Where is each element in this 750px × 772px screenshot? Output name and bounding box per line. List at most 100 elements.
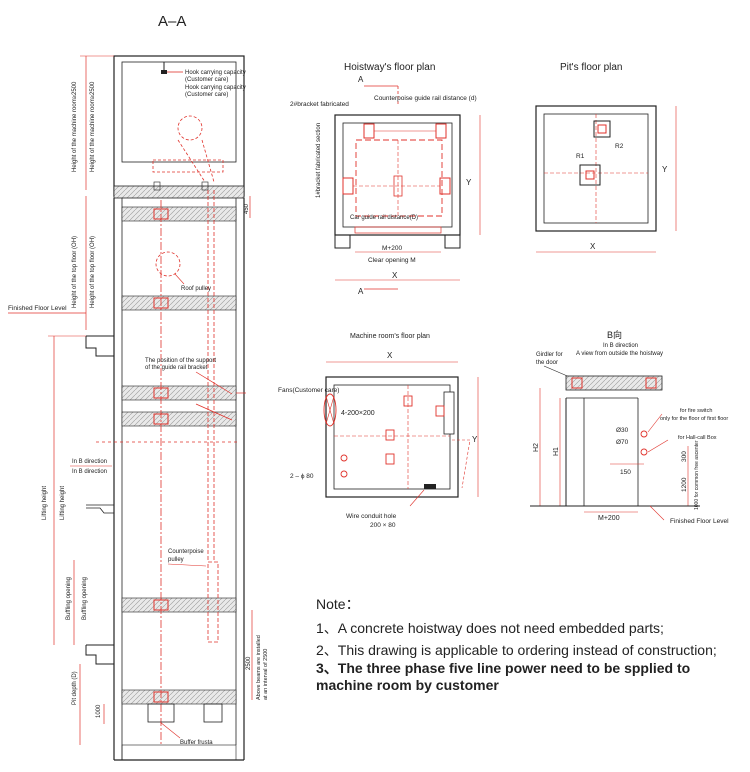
door-opening-pit <box>85 644 114 665</box>
roof-pulley-leader <box>174 273 185 285</box>
buffer-frusta-1 <box>147 703 175 723</box>
girdler-label: Girdler for <box>536 352 563 358</box>
header-bracket-2 <box>645 377 657 389</box>
b-direction-subtitle-2: A view from outside the hoistway <box>576 351 663 357</box>
phi80-hole-2 <box>340 470 348 478</box>
rail-support-label-2: of the guide rail bracket <box>145 365 208 371</box>
section-mark-a-top: A <box>358 75 364 84</box>
b-finished-floor-label: Finished Floor Level <box>670 518 729 525</box>
height-top-floor-1: Height of the top floor (OH) <box>72 236 78 308</box>
d150-label: 150 <box>620 469 631 476</box>
counterweight-body <box>207 561 219 643</box>
counterpoise-pulley-label-2: pulley <box>168 557 184 563</box>
buffling-opening-2: Buffling opening <box>82 577 88 620</box>
y-label: Y <box>466 178 472 187</box>
rail-support-leader <box>195 371 233 395</box>
rail-support-leader-2 <box>195 403 233 421</box>
pit-buffer-r2-inner <box>597 124 607 134</box>
machine-x-label: X <box>387 351 393 360</box>
counterpoise-leader <box>167 563 207 567</box>
clear-opening-label: Clear opening M <box>368 257 416 264</box>
fan-cross-2 <box>325 395 335 425</box>
machine-room-floor-plan: Machine room's floor plan X Fans(Custome… <box>278 333 479 529</box>
dim-1000: 1000 <box>96 704 102 718</box>
door-sill <box>354 226 442 234</box>
car-rail-distance-label: Car guide rail distance(D) <box>350 215 418 221</box>
r2-label: R2 <box>615 143 624 150</box>
rope-hole-3 <box>385 453 395 465</box>
fire-switch-icon <box>640 430 648 438</box>
machine-room-slab <box>113 185 245 199</box>
header-bracket-1 <box>571 377 583 389</box>
beam-top <box>121 206 237 222</box>
machine-door <box>443 391 455 435</box>
wire-hole-size: 200 × 80 <box>370 522 396 529</box>
b-direction-subtitle: In B direction <box>603 343 638 349</box>
machine-inner-wall <box>333 384 451 490</box>
pit-floor <box>121 744 237 761</box>
height-machine-room-1: Height of the machine room≥2500 <box>72 81 78 172</box>
cw-rail-right <box>435 123 447 139</box>
machine-base <box>152 159 224 173</box>
wire-conduit-hole <box>424 484 436 489</box>
header-beam <box>565 375 663 391</box>
pit-x-label: X <box>590 242 596 251</box>
holes-label: 4-200×200 <box>341 410 375 417</box>
door-break <box>86 507 114 514</box>
buffer-frusta-label: Buffer frusta <box>180 740 213 746</box>
car-rail-left <box>342 177 354 195</box>
dim-450: 450 <box>244 203 250 214</box>
above-beams-label: Above beams are installed <box>256 635 262 700</box>
wire-hole-leader <box>409 489 425 507</box>
finished-floor-label: Finished Floor Level <box>8 305 67 312</box>
d300-label: 300 <box>681 451 688 462</box>
bracket2-label: 2#bracket fabricated <box>290 101 349 108</box>
rope-hole-4 <box>435 405 445 417</box>
car-rail-right <box>439 177 451 195</box>
d1200-label: 1200 <box>681 477 688 492</box>
section-title: A–A <box>158 13 186 30</box>
d70-label: Ø70 <box>616 439 629 446</box>
beam-3 <box>121 385 237 401</box>
b-direction-title: B向 <box>607 329 622 340</box>
buffling-opening-1: Buffling opening <box>66 577 72 620</box>
hook-label-2: Hook carrying capacity <box>185 85 246 91</box>
in-b-direction-1: In B direction <box>72 459 107 465</box>
buffer-leader <box>159 721 181 739</box>
b-finished-floor-leader <box>649 505 665 521</box>
pit-floor-plan: Pit's floor plan R2 R1 X Y <box>535 62 677 253</box>
beam-4 <box>121 411 237 427</box>
b-direction-view: B向 In B direction A view from outside th… <box>530 329 729 525</box>
machine-room-inner <box>121 61 237 163</box>
in-b-direction-2: In B direction <box>72 469 107 475</box>
fire-switch-label: for fire switch <box>680 408 712 414</box>
h2-label: H2 <box>533 443 540 452</box>
machine-plan-title: Machine room's floor plan <box>350 333 430 340</box>
car-outline <box>355 139 443 217</box>
pit-buffer-r1-inner <box>585 170 595 180</box>
rail-support-label: The position of the support <box>145 358 216 364</box>
fire-switch-leader <box>647 413 663 433</box>
hook-label-1: Hook carrying capacity <box>185 70 246 76</box>
h1-label: H1 <box>553 447 560 456</box>
d30-label: Ø30 <box>616 427 629 434</box>
phi80-label: 2 – ϕ 80 <box>290 473 314 480</box>
d1000-label: 1000 for common free ascenter <box>694 440 700 510</box>
beam-6 <box>121 689 237 705</box>
girdler-label-2: the door <box>536 360 558 366</box>
note-item-1: 1、A concrete hoistway does not need embe… <box>316 620 664 636</box>
hall-call-label: for Hall-call Box <box>678 435 717 441</box>
door-jambs <box>334 235 461 249</box>
hoistway-outer-wall <box>334 114 461 236</box>
counterpoise-rail-label: Counterpoise guide rail distance (d) <box>374 95 477 102</box>
hoistway-plan-title: Hoistway's floor plan <box>344 62 435 73</box>
pit-outer-wall <box>535 105 657 232</box>
beam-2 <box>121 295 237 311</box>
m200-label: M+200 <box>382 245 402 252</box>
roof-pulley-icon <box>155 251 181 277</box>
hook-label-1b: (Customer care) <box>185 77 228 83</box>
section-mark-a-bottom: A <box>358 287 364 296</box>
roof-pulley-label: Roof pulley <box>181 286 211 292</box>
door-opening-top <box>85 335 114 357</box>
